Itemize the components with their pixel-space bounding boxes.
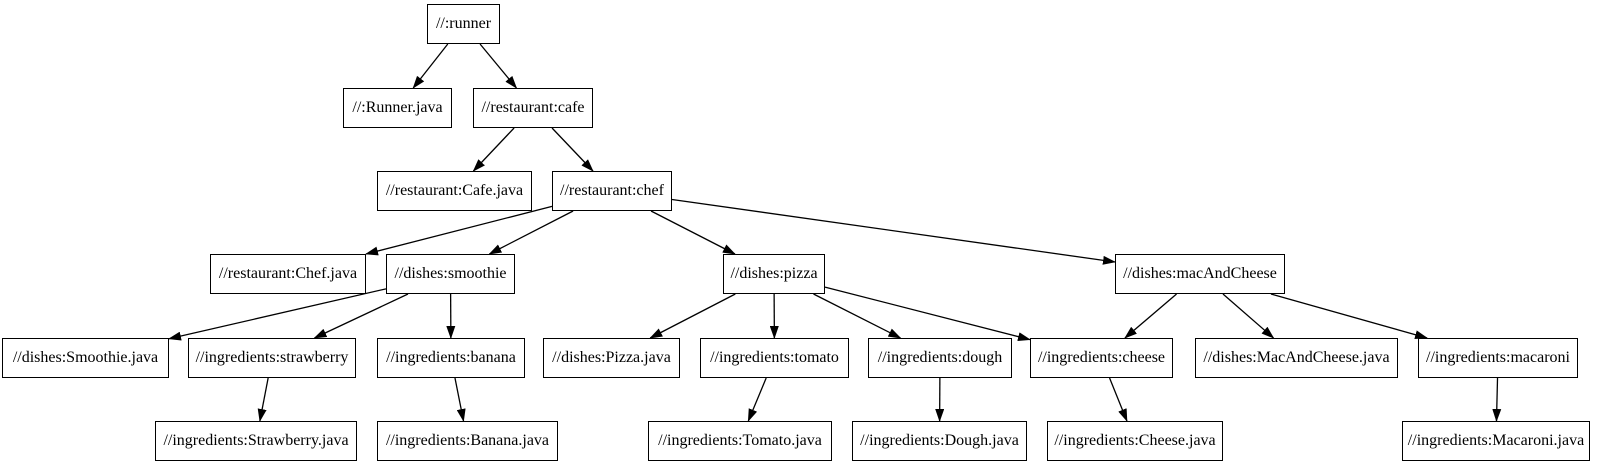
graph-edge-pizza-to-cheese — [824, 286, 1031, 342]
graph-node-macaroni: //ingredients:macaroni — [1418, 338, 1578, 378]
graph-node-label: //ingredients:Tomato.java — [658, 432, 822, 449]
graph-edge-smoothie-to-strawberry — [313, 293, 409, 339]
graph-node-cafe-java: //restaurant:Cafe.java — [377, 171, 532, 211]
graph-node-label: //ingredients:Macaroni.java — [1407, 432, 1585, 449]
graph-node-mac-and-cheese-java: //dishes:MacAndCheese.java — [1195, 338, 1398, 378]
graph-node-strawberry: //ingredients:strawberry — [188, 338, 356, 378]
graph-node-cheese-java: //ingredients:Cheese.java — [1047, 421, 1223, 461]
graph-node-label: //ingredients:Cheese.java — [1054, 432, 1216, 449]
graph-node-mac-and-cheese: //dishes:macAndCheese — [1115, 254, 1285, 294]
graph-node-label: //ingredients:Strawberry.java — [163, 432, 349, 449]
graph-node-label: //:runner — [435, 15, 492, 32]
graph-node-chef: //restaurant:chef — [552, 171, 672, 211]
graph-node-label: //ingredients:cheese — [1037, 349, 1166, 366]
graph-node-pizza: //dishes:pizza — [723, 254, 825, 294]
graph-node-label: //restaurant:chef — [560, 182, 664, 199]
graph-node-banana: //ingredients:banana — [377, 338, 525, 378]
graph-edge-tomato-to-tomato-java — [747, 377, 767, 422]
graph-node-label: //restaurant:Cafe.java — [385, 182, 524, 199]
graph-node-dough-java: //ingredients:Dough.java — [852, 421, 1027, 461]
graph-node-label: //ingredients:Dough.java — [860, 432, 1019, 449]
graph-node-label: //dishes:pizza — [730, 265, 818, 282]
graph-edge-pizza-to-pizza-java — [649, 293, 736, 339]
graph-node-label: //:Runner.java — [352, 99, 443, 116]
graph-node-label: //restaurant:cafe — [481, 99, 585, 116]
graph-node-runner: //:runner — [427, 4, 500, 44]
graph-node-pizza-java: //dishes:Pizza.java — [543, 338, 680, 378]
graph-edge-cheese-to-cheese-java — [1108, 377, 1128, 422]
graph-node-label: //restaurant:Chef.java — [218, 265, 358, 282]
graph-edge-chef-to-pizza — [650, 210, 736, 255]
graph-node-macaroni-java: //ingredients:Macaroni.java — [1402, 421, 1590, 461]
graph-edge-mac-and-cheese-to-macaroni — [1270, 293, 1429, 340]
graph-edge-pizza-to-dough — [813, 293, 902, 339]
graph-node-label: //ingredients:banana — [386, 349, 516, 366]
graph-edge-cafe-to-chef — [551, 127, 594, 172]
graph-edge-cafe-to-cafe-java — [472, 127, 515, 172]
graph-node-label: //ingredients:dough — [877, 349, 1003, 366]
graph-edge-mac-and-cheese-to-cheese — [1124, 293, 1177, 339]
graph-node-label: //dishes:Pizza.java — [552, 349, 671, 366]
graph-edge-banana-to-banana-java — [454, 377, 466, 422]
graph-node-label: //dishes:macAndCheese — [1123, 265, 1277, 282]
graph-node-dough: //ingredients:dough — [868, 338, 1012, 378]
graph-edge-macaroni-to-macaroni-java — [1492, 377, 1502, 422]
graph-edge-mac-and-cheese-to-mac-and-cheese-java — [1222, 293, 1275, 339]
graph-node-label: //ingredients:tomato — [710, 349, 839, 366]
graph-node-label: //ingredients:Banana.java — [385, 432, 550, 449]
graph-edge-chef-to-chef-java — [365, 205, 553, 256]
graph-node-smoothie-java: //dishes:Smoothie.java — [2, 338, 169, 378]
graph-edge-runner-to-runner-java — [412, 43, 449, 89]
graph-edge-smoothie-to-smoothie-java — [168, 288, 387, 341]
graph-node-label: //dishes:smoothie — [394, 265, 507, 282]
graph-node-cheese: //ingredients:cheese — [1030, 338, 1173, 378]
graph-node-label: //dishes:MacAndCheese.java — [1203, 349, 1390, 366]
graph-node-label: //ingredients:strawberry — [195, 349, 349, 366]
graph-node-runner-java: //:Runner.java — [343, 88, 452, 128]
graph-node-tomato-java: //ingredients:Tomato.java — [648, 421, 832, 461]
graph-node-tomato: //ingredients:tomato — [700, 338, 849, 378]
graph-edge-runner-to-cafe — [479, 43, 518, 89]
graph-edge-chef-to-smoothie — [488, 210, 574, 255]
graph-node-label: //dishes:Smoothie.java — [12, 349, 159, 366]
graph-edge-strawberry-to-strawberry-java — [257, 377, 269, 422]
graph-node-cafe: //restaurant:cafe — [473, 88, 593, 128]
graph-node-chef-java: //restaurant:Chef.java — [210, 254, 366, 294]
graph-node-strawberry-java: //ingredients:Strawberry.java — [155, 421, 357, 461]
graph-node-banana-java: //ingredients:Banana.java — [377, 421, 558, 461]
graph-edge-chef-to-mac-and-cheese — [671, 198, 1116, 265]
graph-node-label: //ingredients:macaroni — [1426, 349, 1570, 366]
graph-node-smoothie: //dishes:smoothie — [386, 254, 515, 294]
